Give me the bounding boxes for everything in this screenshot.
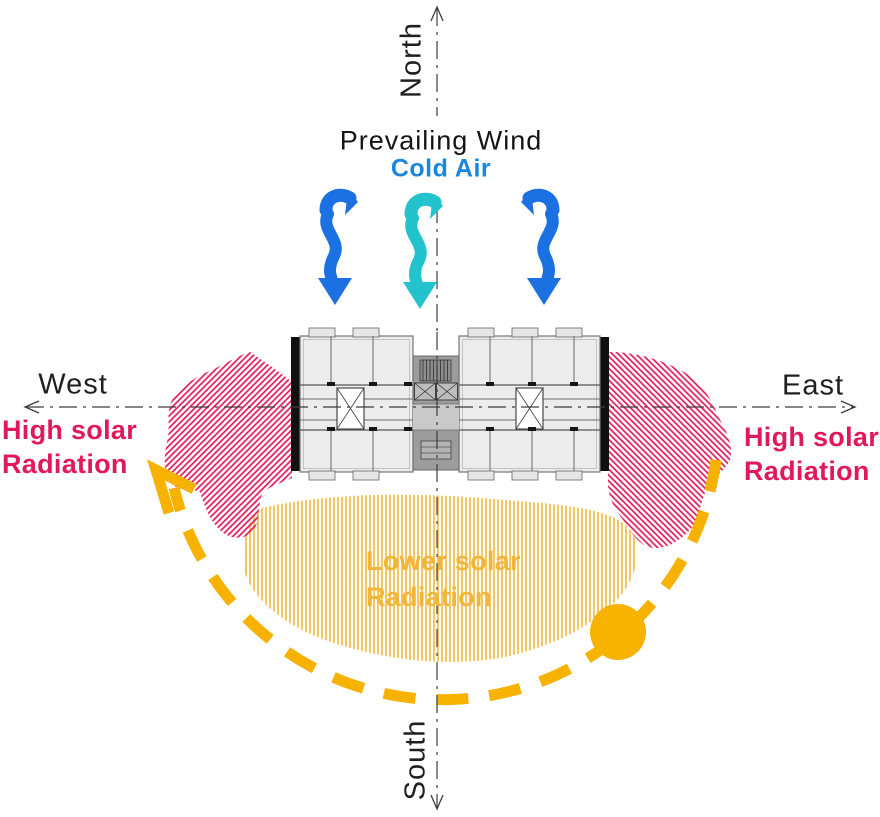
east-shear-wall: [600, 337, 609, 471]
east-high-solar-label: High solar Radiation: [744, 420, 879, 488]
west-label: West: [38, 368, 108, 401]
wind-arrow-center: [403, 192, 443, 309]
right-unit: [458, 327, 601, 481]
lower-solar-line1: Lower solar: [366, 546, 521, 576]
west-high-solar-line2: Radiation: [2, 449, 128, 479]
solar-hatch-south: [242, 494, 638, 662]
sun-icon: [590, 604, 646, 660]
prevailing-wind-label: Prevailing Wind: [339, 125, 543, 156]
cold-air-label: Cold Air: [390, 154, 492, 183]
stair: [419, 359, 452, 382]
axis-arrowheads: [23, 5, 857, 811]
corridor: [413, 404, 459, 430]
axes: [26, 8, 854, 808]
north-arrowhead-icon: [430, 5, 444, 22]
sun-path-arc: [147, 459, 722, 706]
floor-plan: [291, 327, 609, 481]
west-arrowhead-icon: [23, 400, 40, 414]
core: [412, 355, 460, 471]
west-shear-wall: [291, 337, 300, 471]
left-unit: [299, 327, 414, 481]
east-high-solar-line2: Radiation: [744, 456, 870, 486]
east-arrowhead-icon: [840, 400, 857, 414]
east-label: East: [781, 369, 845, 402]
west-high-solar-line1: High solar: [2, 415, 138, 445]
north-label: North: [395, 22, 428, 98]
south-arrowhead-icon: [430, 794, 444, 811]
lower-solar-line2: Radiation: [366, 582, 492, 612]
west-high-solar-label: High solar Radiation: [2, 413, 137, 481]
east-high-solar-line1: High solar: [744, 422, 880, 452]
solar-hatch-west: [164, 352, 292, 538]
south-label: South: [399, 719, 432, 801]
solar-hatch-east: [608, 352, 732, 549]
sun-path-arrowhead: [147, 459, 197, 515]
wind-arrow-right: [521, 188, 561, 305]
wind-arrow-left: [318, 188, 358, 305]
lower-solar-label: Lower solar Radiation: [366, 543, 521, 615]
